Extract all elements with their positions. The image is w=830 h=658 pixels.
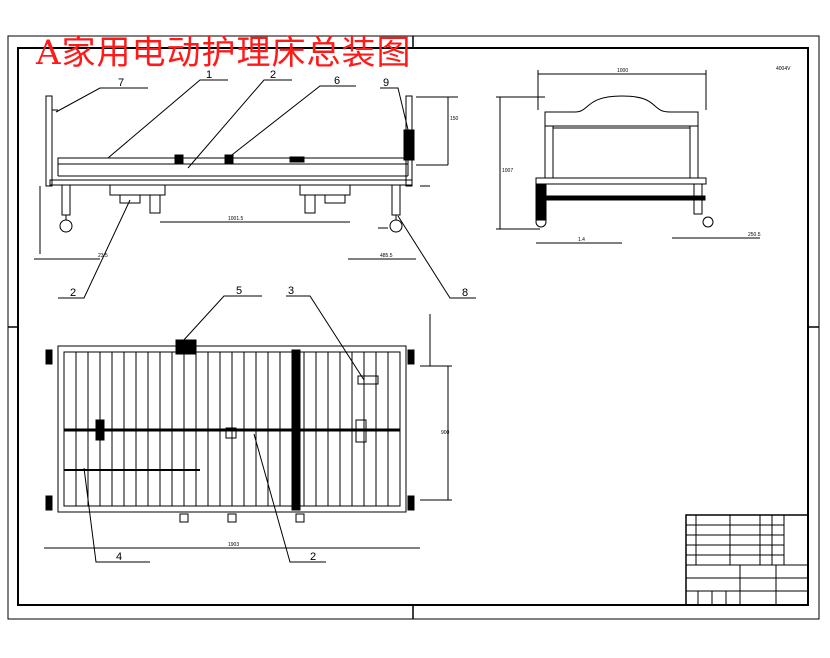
svg-text:1903: 1903 bbox=[228, 542, 239, 548]
drawing-title: A家用电动护理床总装图 bbox=[36, 33, 412, 73]
svg-text:23.5: 23.5 bbox=[98, 253, 108, 259]
svg-text:1007: 1007 bbox=[502, 168, 513, 174]
part-callouts: 7 1 2 6 9 2 8 5 3 4 2 bbox=[70, 69, 468, 563]
svg-text:900: 900 bbox=[441, 430, 450, 436]
callout-9: 9 bbox=[383, 77, 389, 89]
svg-text:150: 150 bbox=[450, 116, 459, 122]
callout-4: 4 bbox=[116, 551, 122, 563]
top-view bbox=[44, 295, 452, 563]
side-view bbox=[496, 70, 760, 244]
callout-2-left: 2 bbox=[70, 287, 76, 299]
svg-text:4004V: 4004V bbox=[776, 66, 791, 72]
svg-text:485.5: 485.5 bbox=[380, 253, 393, 259]
front-view bbox=[34, 79, 476, 299]
svg-text:1000: 1000 bbox=[617, 68, 628, 74]
callout-7: 7 bbox=[118, 77, 124, 89]
callout-8: 8 bbox=[462, 287, 468, 299]
svg-text:1.4: 1.4 bbox=[578, 237, 585, 243]
side-view-dimensions: 1000 1007 1.4 250.5 4004V bbox=[502, 66, 791, 243]
callout-6: 6 bbox=[334, 75, 340, 87]
svg-text:250.5: 250.5 bbox=[748, 232, 761, 238]
top-view-dimensions: 1903 900 bbox=[228, 430, 450, 548]
callout-3: 3 bbox=[288, 285, 294, 297]
callout-2-top: 2 bbox=[270, 69, 276, 81]
callout-1: 1 bbox=[206, 69, 212, 81]
front-view-dimensions: 1001.5 23.5 485.5 150 bbox=[98, 116, 459, 259]
callout-5: 5 bbox=[236, 285, 242, 297]
title-block bbox=[685, 514, 809, 606]
svg-text:1001.5: 1001.5 bbox=[228, 216, 244, 222]
sheet-frame bbox=[7, 35, 820, 620]
callout-2-bottom: 2 bbox=[310, 551, 316, 563]
